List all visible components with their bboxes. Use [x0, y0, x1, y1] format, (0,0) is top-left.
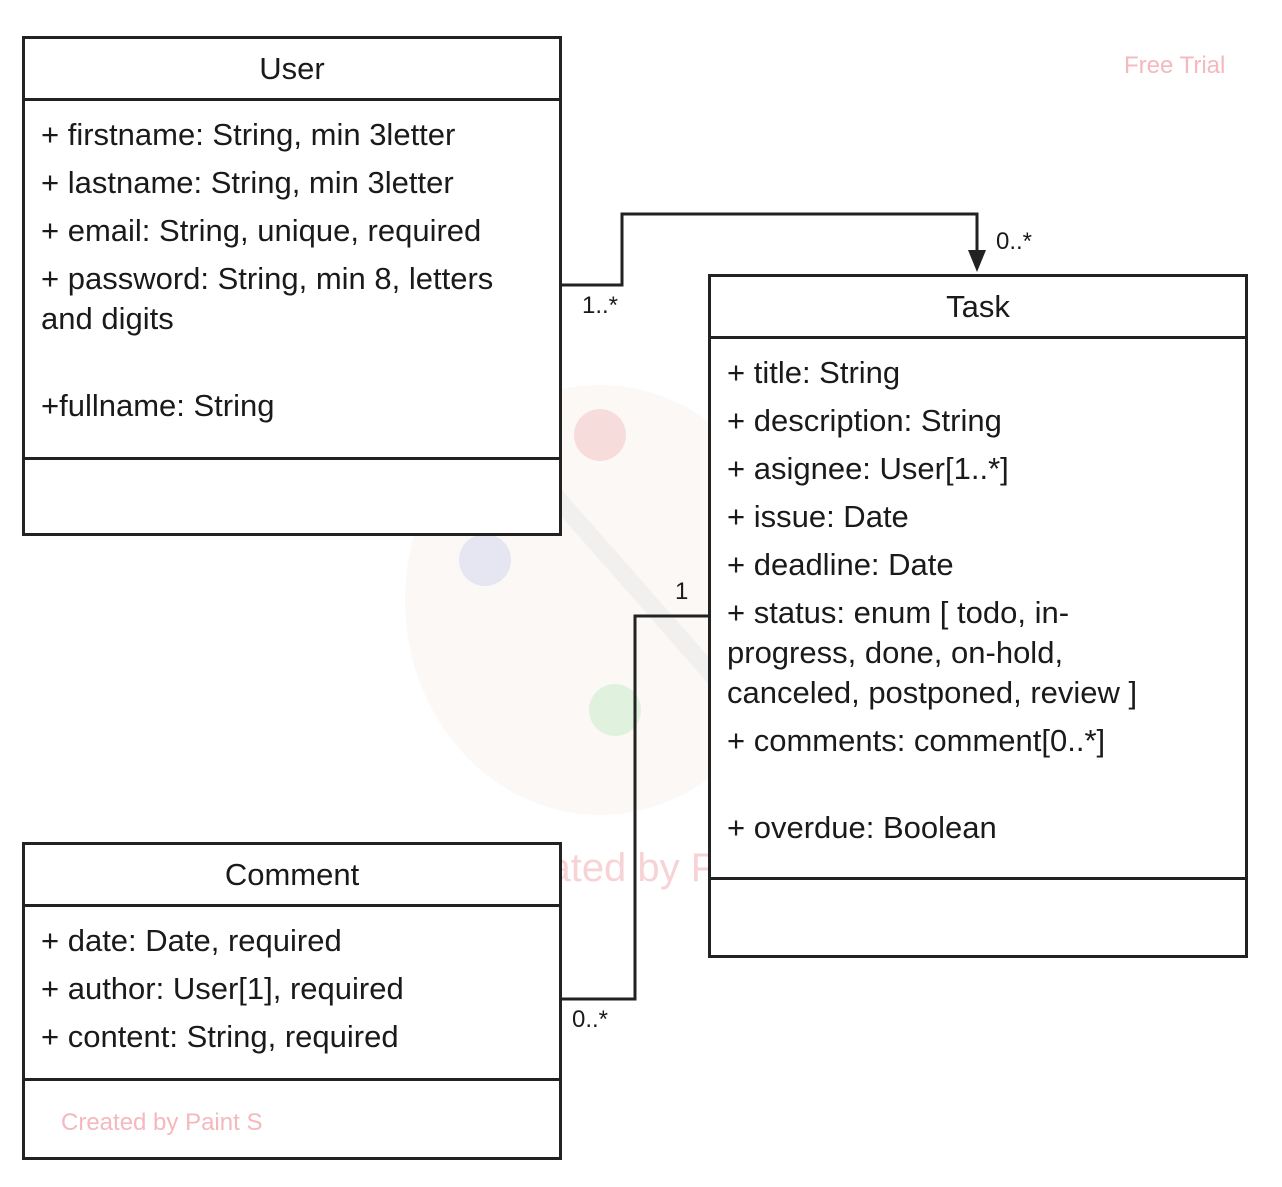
task-operations — [711, 880, 1245, 955]
attribute: + status: enum [ todo, in-progress, done… — [727, 595, 1138, 710]
user-side-multiplicity: 1..* — [582, 292, 619, 319]
free-trial-watermark: Free Trial — [1124, 52, 1226, 79]
task-class[interactable]: Task + title: String + description: Stri… — [708, 274, 1248, 958]
comment-class-name: Comment — [25, 845, 559, 907]
attribute: + email: String, unique, required — [41, 213, 482, 248]
comment-side-multiplicity: 0..* — [572, 1006, 609, 1033]
task-class-name: Task — [711, 277, 1245, 339]
user-class[interactable]: User + firstname: String, min 3letter + … — [22, 36, 562, 536]
attribute: + firstname: String, min 3letter — [41, 117, 456, 152]
attribute: + issue: Date — [727, 499, 909, 534]
attribute: + date: Date, required — [41, 923, 342, 958]
user-operations — [25, 460, 559, 533]
user-attributes: + firstname: String, min 3letter + lastn… — [25, 101, 559, 460]
task-side-multiplicity: 0..* — [996, 228, 1033, 255]
attribute: + deadline: Date — [727, 547, 954, 582]
comment-operations: Created by Paint S — [25, 1081, 559, 1157]
attribute: +fullname: String — [41, 388, 275, 423]
task-attributes: + title: String + description: String + … — [711, 339, 1245, 880]
task-comment-association-line — [561, 614, 709, 1001]
attribute: + password: String, min 8, letters and d… — [41, 261, 494, 336]
task-comment-task-multiplicity: 1 — [675, 578, 689, 605]
attribute: + comments: comment[0..*] — [727, 723, 1106, 758]
comment-class[interactable]: Comment + date: Date, required + author:… — [22, 842, 562, 1160]
comment-box-watermark: Created by Paint S — [61, 1109, 263, 1136]
user-task-association-line — [561, 212, 979, 287]
attribute: + lastname: String, min 3letter — [41, 165, 454, 200]
attribute: + content: String, required — [41, 1019, 399, 1054]
attribute: + description: String — [727, 403, 1002, 438]
arrowhead-icon — [968, 250, 986, 272]
comment-attributes: + date: Date, required + author: User[1]… — [25, 907, 559, 1081]
attribute: + title: String — [727, 355, 901, 390]
user-class-name: User — [25, 39, 559, 101]
attribute: + overdue: Boolean — [727, 810, 997, 845]
attribute: + author: User[1], required — [41, 971, 404, 1006]
attribute: + asignee: User[1..*] — [727, 451, 1009, 486]
